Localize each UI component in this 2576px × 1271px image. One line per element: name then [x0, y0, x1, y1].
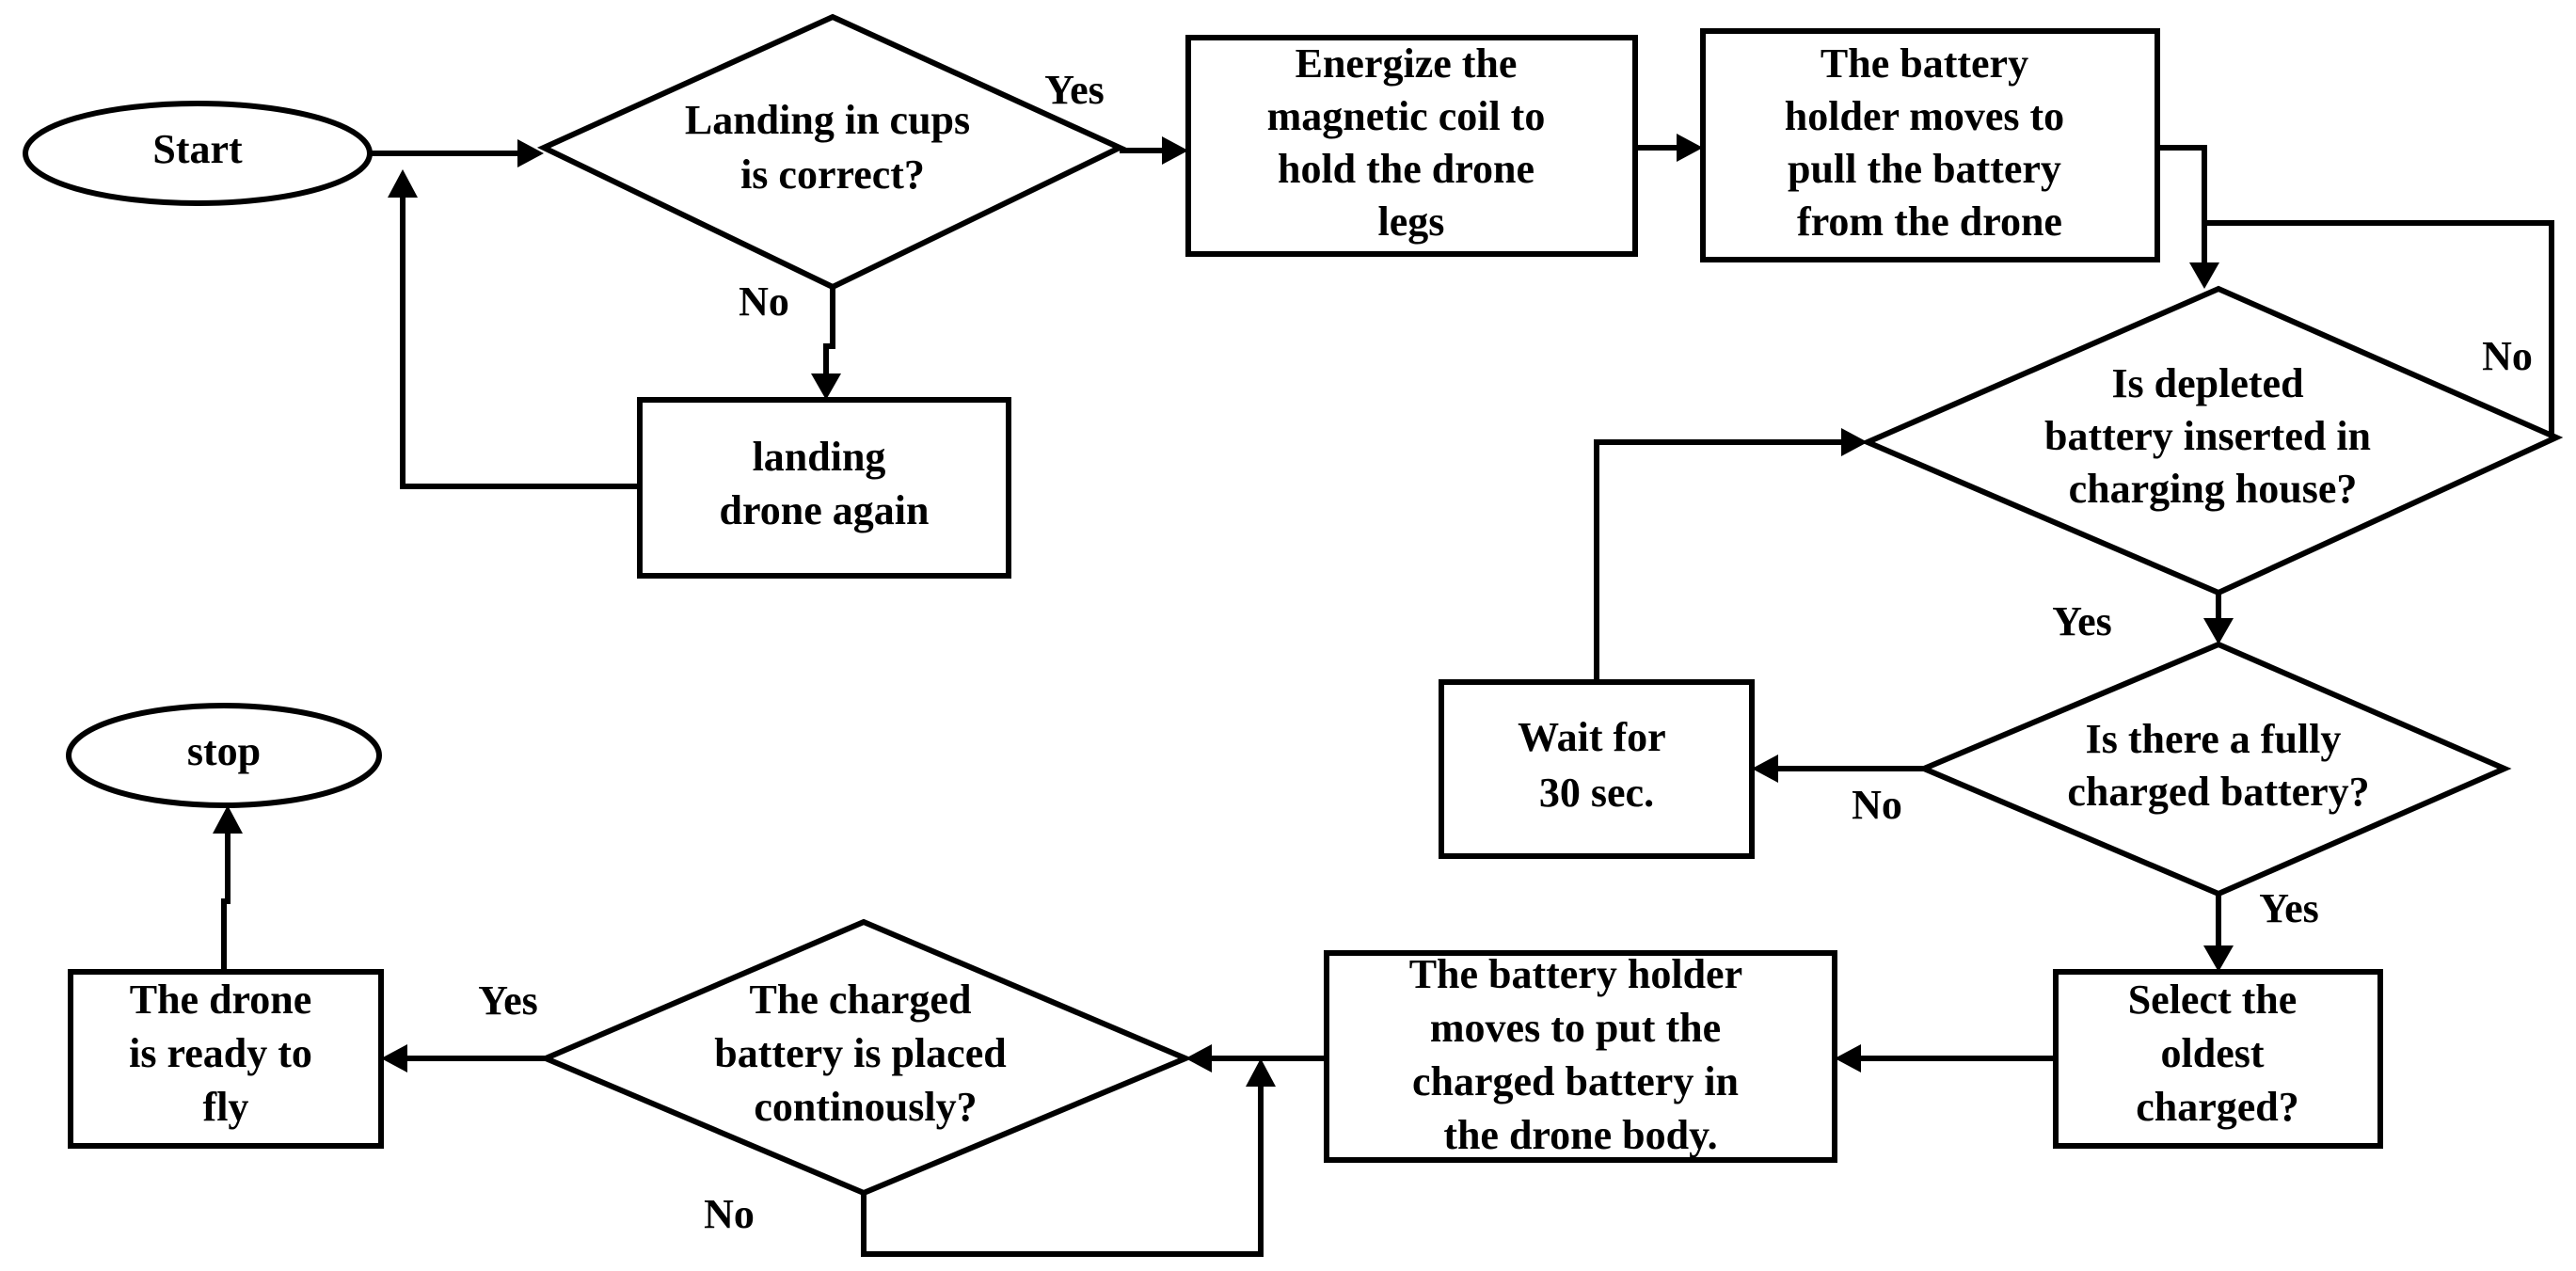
stop-terminal	[66, 703, 382, 808]
landing-again-return-line	[400, 188, 640, 489]
landing-again-process	[637, 397, 1011, 579]
fully-charged-label: Is there a fully charged battery?	[2067, 716, 2369, 815]
arrowheads	[213, 134, 2234, 1087]
arrow-into-energize	[1162, 136, 1188, 165]
arrow-into-wait	[1752, 755, 1778, 783]
ready-to-stop-line	[221, 826, 231, 972]
drone-ready-process	[68, 969, 384, 1149]
arrow-into-pull-battery	[1677, 134, 1703, 162]
placed-continuously-label: The charged battery is placed continousl…	[714, 977, 1016, 1130]
select-oldest-process	[2053, 969, 2383, 1149]
drone-ready-label: The drone is ready to fly	[129, 977, 323, 1130]
depleted-inserted-decision	[1860, 285, 2564, 596]
wait-process	[1439, 679, 1755, 859]
arrow-into-landing-again	[811, 373, 841, 400]
pull-to-depleted-line	[2157, 145, 2207, 270]
arrow-into-stop	[213, 805, 243, 834]
put-battery-label: The battery holder moves to put the char…	[1409, 951, 1753, 1158]
arrow-into-charged-decision	[2203, 618, 2234, 644]
pull-battery-process	[1700, 28, 2160, 262]
energize-coil-label: Energize the magnetic coil to hold the d…	[1267, 40, 1556, 245]
arrow-into-select-oldest	[2203, 945, 2234, 972]
fully-charged-decision	[1916, 641, 2512, 898]
arrow-into-put-battery	[1835, 1044, 1861, 1072]
arrow-into-placed-no-return	[1246, 1058, 1276, 1087]
depleted-no-label: No	[2482, 333, 2533, 379]
arrow-into-start-return	[388, 169, 418, 198]
wait-label: Wait for 30 sec.	[1518, 714, 1676, 816]
placed-no-label: No	[704, 1191, 755, 1237]
arrow-into-landing-decision	[517, 139, 544, 167]
landing-no-label: No	[739, 278, 789, 325]
landing-no-line	[823, 287, 835, 381]
connectors	[221, 145, 2554, 1257]
wait-return-line	[1594, 439, 1849, 682]
arrow-into-depleted-decision	[2189, 262, 2219, 289]
arrow-into-depleted-return	[1841, 428, 1868, 456]
depleted-yes-label: Yes	[2052, 598, 2112, 644]
charged-no-label: No	[1852, 782, 1902, 828]
arrow-into-placed-decision	[1185, 1044, 1212, 1072]
depleted-no-loop-line	[2204, 220, 2554, 437]
placed-no-loop-line	[861, 1080, 1264, 1257]
landing-yes-label: Yes	[1044, 67, 1105, 113]
arrow-into-drone-ready	[381, 1044, 407, 1072]
landing-correct-label: Landing in cups is correct?	[685, 97, 980, 198]
select-oldest-label: Select the oldest charged?	[2128, 977, 2308, 1130]
placed-yes-label: Yes	[478, 977, 538, 1024]
start-label: Start	[152, 126, 243, 172]
pull-battery-label: The battery holder moves to pull the bat…	[1785, 40, 2075, 245]
depleted-inserted-label: Is depleted battery inserted in charging…	[2044, 360, 2381, 512]
energize-coil-process	[1185, 35, 1638, 257]
stop-label: stop	[187, 728, 261, 774]
landing-again-label: landing drone again	[720, 434, 930, 533]
charged-yes-label: Yes	[2259, 885, 2319, 931]
